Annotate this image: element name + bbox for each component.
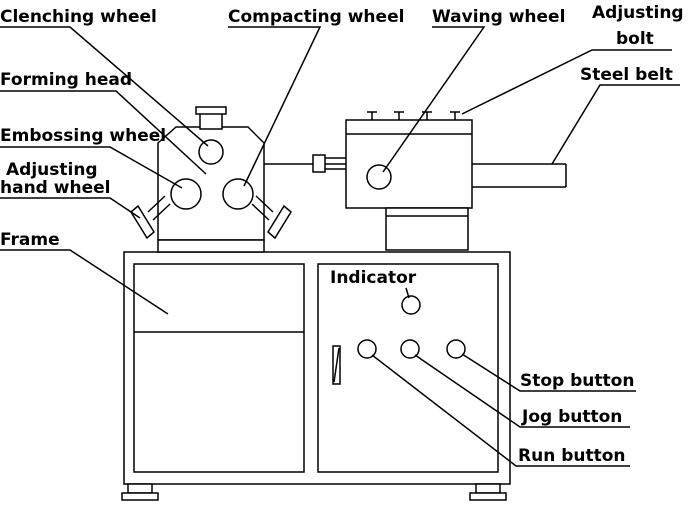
label-forming-head: Forming head <box>0 70 132 90</box>
stop-button[interactable] <box>446 339 466 359</box>
label-stop-button: Stop button <box>520 371 634 391</box>
label-run-button: Run button <box>518 446 626 466</box>
right-foot <box>475 483 501 494</box>
label-adjusting-hand-wheel-line2: hand wheel <box>0 178 110 198</box>
adjusting-bolts[interactable] <box>367 111 460 120</box>
label-steel-belt: Steel belt <box>580 65 673 85</box>
belt-clamp <box>312 154 326 173</box>
adjusting-hand-wheel-right[interactable] <box>251 195 292 240</box>
clenching-wheel <box>198 139 224 165</box>
label-clenching-wheel: Clenching wheel <box>0 7 157 27</box>
waving-wheel <box>366 164 392 190</box>
label-embossing-wheel: Embossing wheel <box>0 126 166 146</box>
label-indicator: Indicator <box>330 268 417 288</box>
leader-lines <box>0 26 680 467</box>
jog-button[interactable] <box>400 339 420 359</box>
adjusting-hand-wheel-left[interactable] <box>130 195 171 240</box>
label-jog-button: Jog button <box>521 407 622 427</box>
label-adjusting-hand-wheel-line1: Adjusting <box>6 160 98 180</box>
label-compacting-wheel: Compacting wheel <box>228 7 404 27</box>
run-button[interactable] <box>357 339 377 359</box>
compacting-wheel <box>222 178 254 210</box>
label-frame: Frame <box>0 230 60 250</box>
left-foot <box>127 483 153 494</box>
forming-head <box>157 106 265 253</box>
label-adjusting-bolt-line2: bolt <box>616 29 654 49</box>
label-waving-wheel: Waving wheel <box>432 7 565 27</box>
waving-unit <box>312 119 473 251</box>
indicator-light <box>401 295 421 315</box>
label-adjusting-bolt-line1: Adjusting <box>592 3 684 23</box>
frame <box>121 251 511 501</box>
